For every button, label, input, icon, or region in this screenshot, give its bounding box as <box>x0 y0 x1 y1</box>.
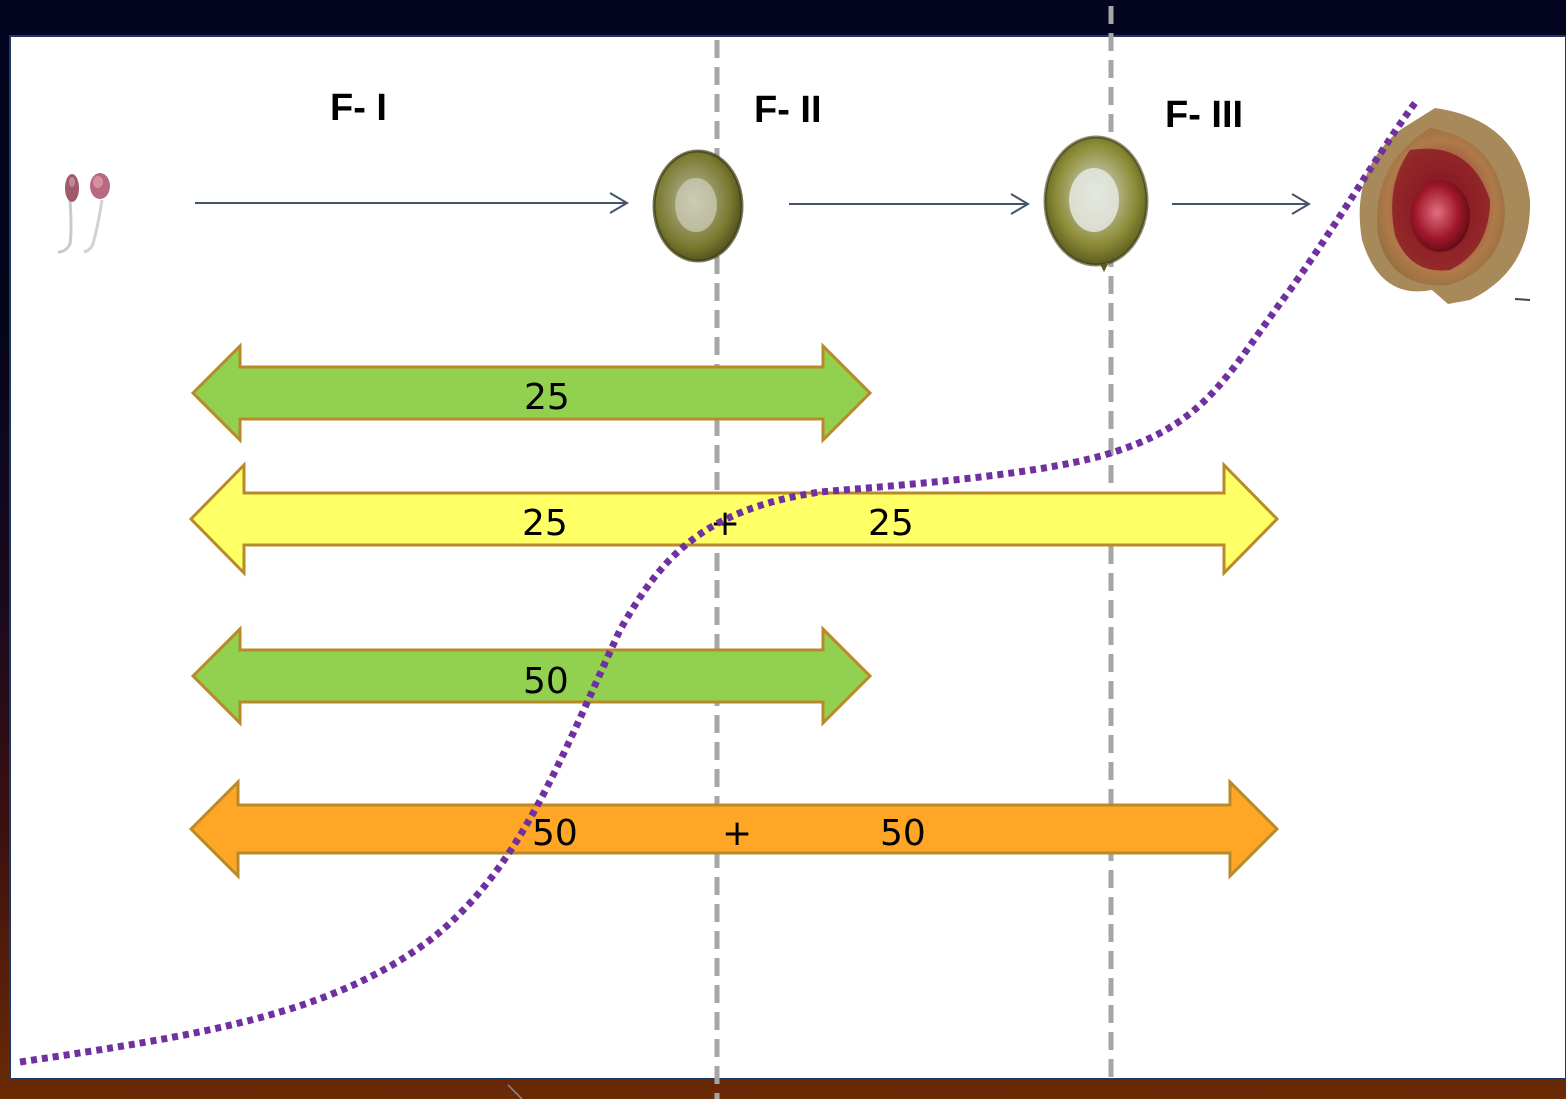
bar-1: 25 <box>190 342 873 444</box>
stage-label-f1: F- I <box>330 87 387 129</box>
open-ripe-fruit-icon <box>1359 108 1531 304</box>
bar-2: 25 + 25 <box>188 461 1280 577</box>
bar-4-plus: + <box>722 813 752 854</box>
flower-bud-icon <box>57 173 110 254</box>
bar-4: 50 + 50 <box>188 778 1280 880</box>
bar-2-right-value: 25 <box>868 503 914 544</box>
bar-3: 50 <box>190 625 873 727</box>
bar-2-plus: + <box>710 503 740 544</box>
stage-label-f2: F- II <box>754 89 822 131</box>
bar-3-left-value: 50 <box>523 661 569 702</box>
progression-arrow-1 <box>195 192 629 214</box>
content-panel <box>9 35 1566 1080</box>
progression-arrow-2 <box>789 193 1030 215</box>
bar-group: 25 25 + 25 50 50 + 50 <box>188 342 1280 880</box>
bar-4-right-value: 50 <box>880 813 926 854</box>
growth-curve <box>19 100 1418 1066</box>
stage-label-f3: F- III <box>1165 94 1243 136</box>
medium-fruit-icon <box>1043 135 1149 272</box>
footer-mark <box>507 1084 523 1099</box>
progression-arrow-3 <box>1172 193 1311 215</box>
small-fruit-icon <box>652 149 744 263</box>
bar-4-left-value: 50 <box>532 813 578 854</box>
bar-2-left-value: 25 <box>522 503 568 544</box>
bar-1-left-value: 25 <box>524 377 570 418</box>
